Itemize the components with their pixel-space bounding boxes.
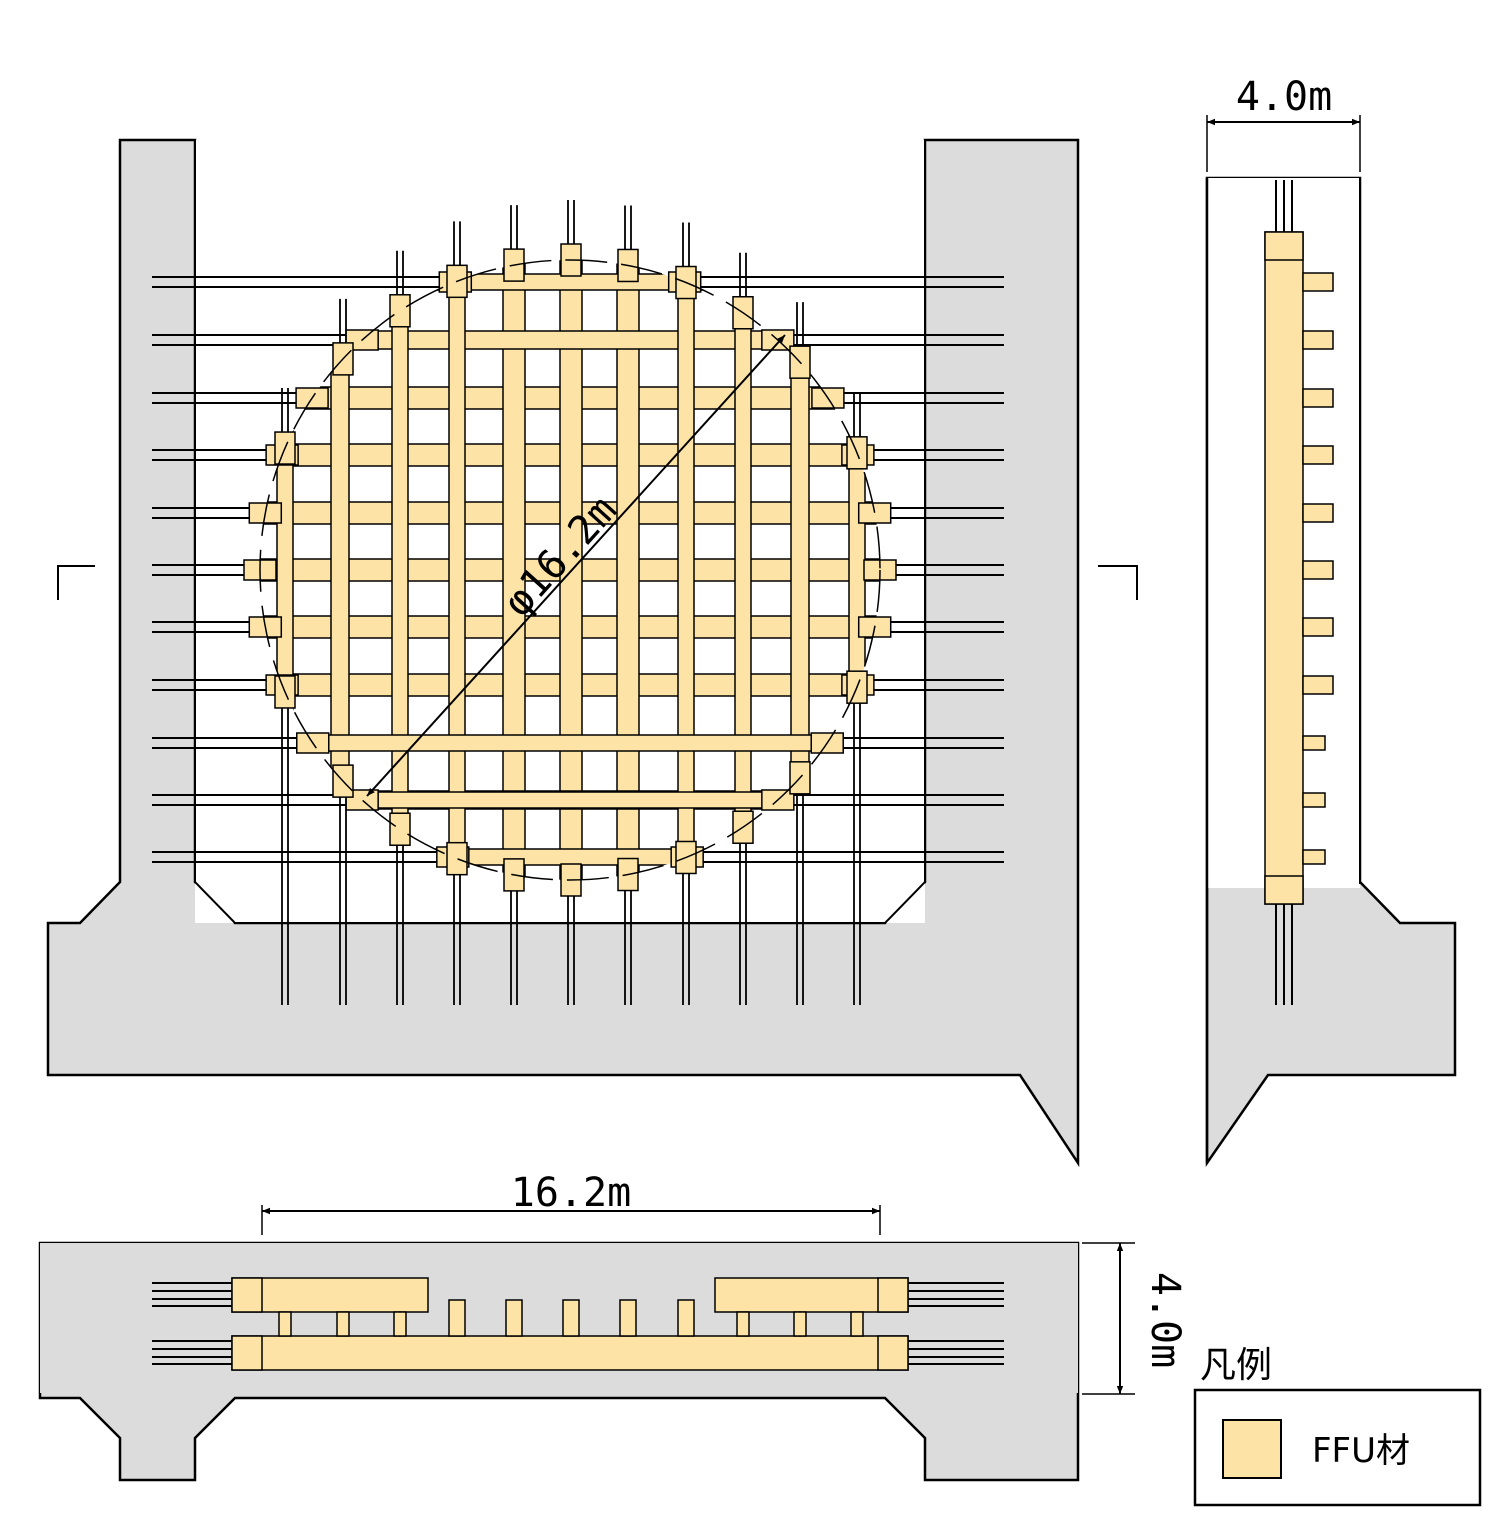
bottom-ffu-end-block [231,1277,263,1313]
bottom-ffu-post [793,1311,807,1337]
bottom-ffu-post [619,1299,637,1337]
plan-view: φ16.2m [46,138,1138,1168]
bottom-ffu-post [677,1299,695,1337]
bottom-ffu-end-block [877,1335,909,1371]
bottom-ffu-post [278,1311,292,1337]
side-ffu-stub [1302,675,1334,695]
side-ffu-stub [1302,849,1326,865]
side-ffu-column [1264,231,1304,905]
side-ffu-stub [1302,272,1334,292]
side-ffu-members [1264,180,1334,1005]
plan-inner-edge [194,140,926,924]
side-ffu-end-block [1264,231,1304,261]
bottom-ffu-lower-beam [231,1335,909,1371]
plan-shaft-circle [259,259,881,881]
bottom-ffu-post [562,1299,580,1337]
diameter-dimension-line [366,334,786,797]
side-ffu-stub [1302,560,1334,580]
bottom-ffu-members [152,1277,1004,1371]
bottom-width-label: 16.2m [511,1170,631,1216]
bottom-ffu-post [505,1299,523,1337]
bottom-ffu-post [448,1299,466,1337]
bottom-section-view: 16.2m 4.0m [38,1170,1188,1482]
side-ffu-end-block [1264,875,1304,905]
vertical-ffu-member [330,260,350,880]
bottom-ffu-upper-beam [714,1277,909,1313]
legend-item-label: FFU材 [1312,1431,1410,1471]
legend-ffu-swatch [1222,1419,1282,1479]
side-section-view: 4.0m [1205,74,1457,1167]
end-bracket [446,841,468,876]
section-mark-right [1098,565,1138,600]
legend-title: 凡例 [1200,1345,1272,1386]
side-width-label: 4.0m [1236,74,1332,120]
side-ffu-stub [1302,617,1334,637]
end-bracket [389,812,411,846]
side-ffu-stub [1302,445,1334,465]
vertical-ffu-member [790,260,810,880]
end-bracket [389,294,411,328]
side-ffu-stub [1302,735,1326,751]
side-ffu-stub [1302,792,1326,808]
bottom-height-label: 4.0m [1142,1272,1188,1368]
side-ffu-stub [1302,388,1334,408]
bottom-ffu-end-block [231,1335,263,1371]
bottom-ffu-end-block [877,1277,909,1313]
bottom-ffu-post [850,1311,864,1337]
bottom-ffu-post [736,1311,750,1337]
legend: 凡例 FFU材 [1193,1345,1482,1507]
side-ffu-stub [1302,503,1334,523]
bottom-ffu-post [336,1311,350,1337]
section-mark-left [57,565,95,600]
side-ffu-stub [1302,330,1334,350]
bottom-ffu-post [393,1311,407,1337]
bottom-ffu-upper-beam [231,1277,429,1313]
